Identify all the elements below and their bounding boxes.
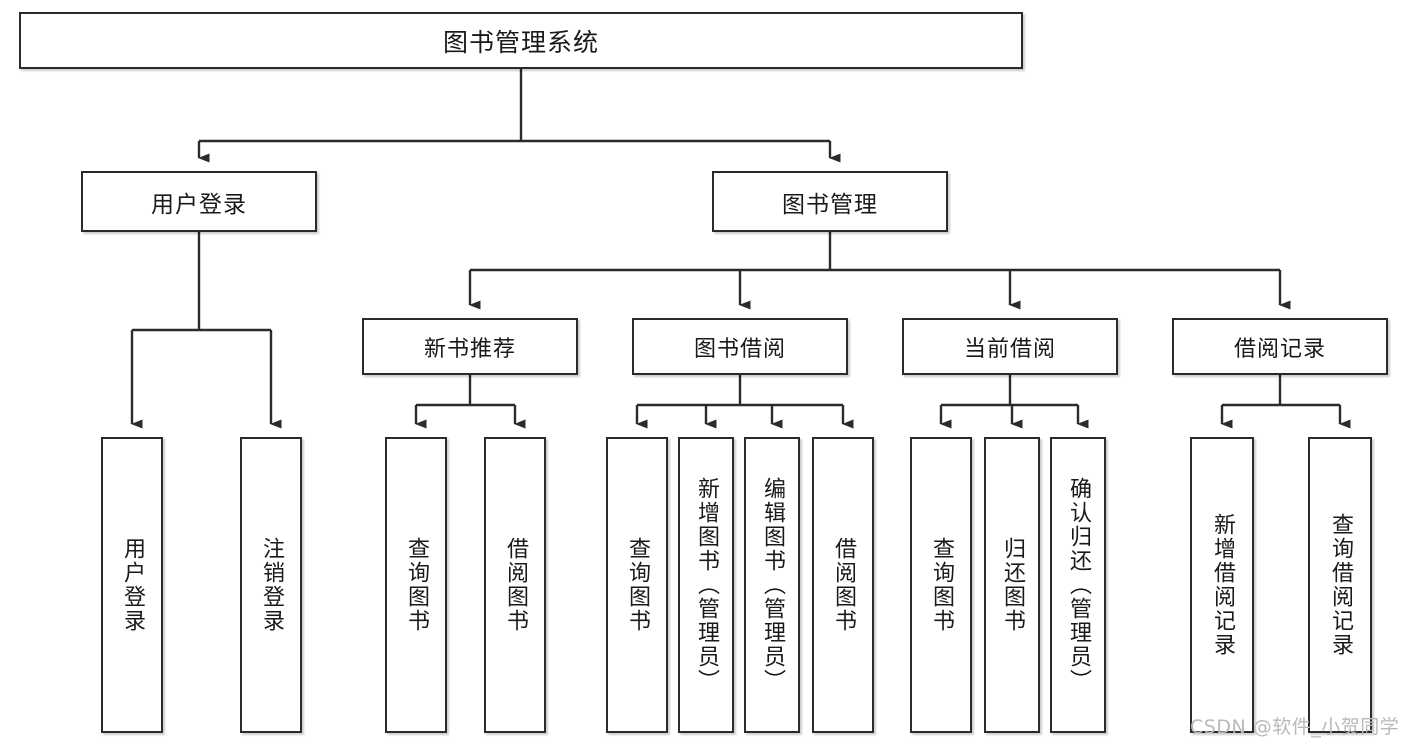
node-root[interactable]: 图书管理系统 bbox=[19, 12, 1023, 69]
leaf-query-book-3[interactable]: 查询图书 bbox=[910, 437, 972, 733]
edge-user-login-to-leaves bbox=[130, 232, 282, 429]
leaf-return-book[interactable]: 归还图书 bbox=[984, 437, 1040, 733]
edge-book-borrow-to-leaves bbox=[635, 375, 854, 429]
leaf-confirm-return[interactable]: 确认归还（管理员） bbox=[1050, 437, 1106, 733]
leaf-logout[interactable]: 注销登录 bbox=[240, 437, 302, 733]
leaf-query-book-1[interactable]: 查询图书 bbox=[385, 437, 447, 733]
leaf-logout-label: 注销登录 bbox=[259, 537, 284, 633]
node-current-borrow[interactable]: 当前借阅 bbox=[902, 318, 1118, 375]
leaf-confirm-return-label: 确认归还（管理员） bbox=[1066, 477, 1091, 693]
leaf-add-book-label: 新增图书（管理员） bbox=[694, 477, 719, 693]
leaf-query-record-label: 查询借阅记录 bbox=[1328, 513, 1353, 657]
edge-current-borrow-to-leaves bbox=[939, 375, 1089, 429]
node-user-login-label: 用户登录 bbox=[151, 191, 247, 218]
node-book-borrow-label: 图书借阅 bbox=[693, 336, 786, 362]
node-borrow-record[interactable]: 借阅记录 bbox=[1172, 318, 1388, 375]
leaf-edit-book[interactable]: 编辑图书（管理员） bbox=[744, 437, 800, 733]
leaf-borrow-book-1[interactable]: 借阅图书 bbox=[484, 437, 546, 733]
edge-borrow-record-to-leaves bbox=[1220, 375, 1351, 429]
leaf-query-book-2-label: 查询图书 bbox=[625, 537, 650, 633]
edge-new-book-recommend-to-leaves bbox=[414, 375, 526, 429]
leaf-add-book[interactable]: 新增图书（管理员） bbox=[678, 437, 734, 733]
node-book-manage-label: 图书管理 bbox=[782, 191, 878, 218]
node-user-login[interactable]: 用户登录 bbox=[81, 171, 317, 232]
leaf-query-book-3-label: 查询图书 bbox=[929, 537, 954, 633]
node-book-borrow[interactable]: 图书借阅 bbox=[632, 318, 848, 375]
node-book-manage[interactable]: 图书管理 bbox=[712, 171, 948, 232]
leaf-return-book-label: 归还图书 bbox=[1000, 537, 1025, 633]
leaf-add-record[interactable]: 新增借阅记录 bbox=[1190, 437, 1254, 733]
leaf-borrow-book-1-label: 借阅图书 bbox=[503, 537, 528, 633]
leaf-user-login[interactable]: 用户登录 bbox=[101, 437, 163, 733]
edge-root-to-level2 bbox=[197, 69, 841, 163]
leaf-query-record[interactable]: 查询借阅记录 bbox=[1308, 437, 1372, 733]
node-new-book-recommend[interactable]: 新书推荐 bbox=[362, 318, 578, 375]
leaf-add-record-label: 新增借阅记录 bbox=[1210, 513, 1235, 657]
leaf-borrow-book-2-label: 借阅图书 bbox=[831, 537, 856, 633]
edge-book-manage-to-level3 bbox=[468, 232, 1291, 310]
leaf-edit-book-label: 编辑图书（管理员） bbox=[760, 477, 785, 693]
leaf-borrow-book-2[interactable]: 借阅图书 bbox=[812, 437, 874, 733]
node-new-book-recommend-label: 新书推荐 bbox=[423, 336, 516, 362]
leaf-query-book-2[interactable]: 查询图书 bbox=[606, 437, 668, 733]
csdn-watermark: CSDN @软件_小贺同学 bbox=[1190, 716, 1400, 738]
node-root-label: 图书管理系统 bbox=[442, 27, 599, 57]
leaf-user-login-label: 用户登录 bbox=[120, 537, 145, 633]
node-current-borrow-label: 当前借阅 bbox=[963, 336, 1056, 362]
leaf-query-book-1-label: 查询图书 bbox=[404, 537, 429, 633]
node-borrow-record-label: 借阅记录 bbox=[1233, 336, 1326, 362]
